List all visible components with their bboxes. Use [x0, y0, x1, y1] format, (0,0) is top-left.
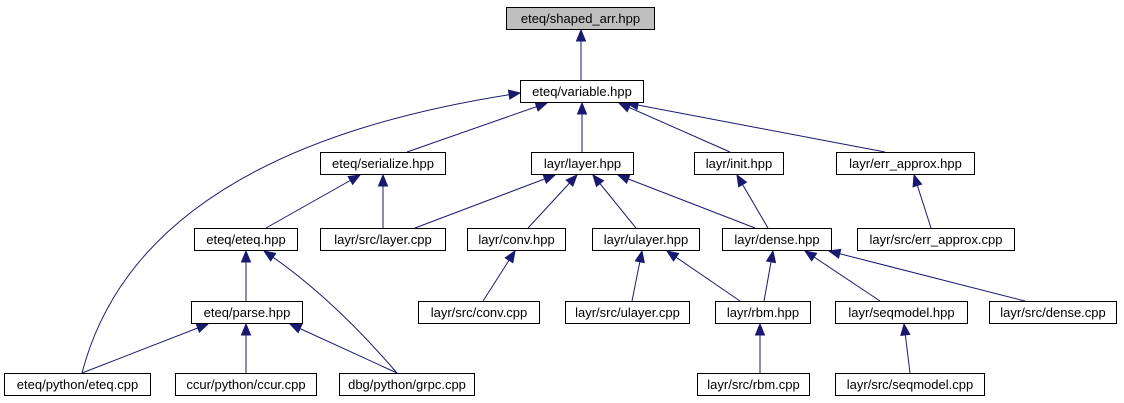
arrowhead-eteq_hpp-to-serialize — [347, 174, 362, 186]
edge-rbm_hpp-to-ulayer_hpp — [666, 250, 741, 302]
arrowhead-init-to-variable — [617, 102, 632, 113]
arrowhead-py_grpc-to-eteq_hpp — [262, 250, 277, 262]
node-variable-hpp[interactable]: eteq/variable.hpp — [520, 80, 644, 103]
edge-py_grpc-to-parse_hpp — [289, 323, 398, 374]
arrowhead-src_conv-to-conv_hpp — [504, 249, 516, 264]
node-conv-hpp[interactable]: layr/conv.hpp — [467, 228, 566, 251]
edge-seqmodel_hpp-to-dense_hpp — [804, 250, 881, 302]
node-init-hpp[interactable]: layr/init.hpp — [694, 152, 784, 175]
node-src-layer-cpp[interactable]: layr/src/layer.cpp — [320, 228, 446, 251]
edge-py_eteq-to-parse_hpp — [81, 323, 209, 374]
edge-py_grpc-to-eteq_hpp — [263, 250, 398, 374]
arrowhead-parse_hpp-to-eteq_hpp — [240, 249, 252, 263]
node-err-approx-hpp[interactable]: layr/err_approx.hpp — [836, 152, 975, 175]
node-rbm-hpp[interactable]: layr/rbm.hpp — [715, 301, 811, 324]
edge-err_approx-to-variable — [626, 102, 886, 153]
arrowhead-src_seqmodel-to-seqmodel_hpp — [900, 322, 911, 337]
edge-conv_hpp-to-layer_hpp — [527, 174, 578, 229]
node-python-ccur-cpp[interactable]: ccur/python/ccur.cpp — [175, 373, 317, 396]
node-src-conv-cpp[interactable]: layr/src/conv.cpp — [418, 301, 540, 324]
node-parse-hpp[interactable]: eteq/parse.hpp — [191, 301, 303, 324]
arrowhead-serialize-to-variable — [534, 101, 549, 112]
node-layer-hpp[interactable]: layr/layer.hpp — [531, 152, 634, 175]
arrowhead-src_err_approx-to-err_approx — [912, 173, 923, 188]
arrowhead-py_eteq-to-variable — [507, 89, 522, 100]
arrowhead-dense_hpp-to-layer_hpp — [616, 174, 631, 185]
node-src-ulayer-cpp[interactable]: layr/src/ulayer.cpp — [565, 301, 690, 324]
node-ulayer-hpp[interactable]: layr/ulayer.hpp — [592, 228, 700, 251]
arrowhead-ulayer_hpp-to-layer_hpp — [592, 173, 605, 188]
node-dense-hpp[interactable]: layr/dense.hpp — [722, 228, 832, 251]
node-python-eteq-cpp[interactable]: eteq/python/eteq.cpp — [4, 373, 151, 396]
node-seqmodel-hpp[interactable]: layr/seqmodel.hpp — [835, 301, 968, 324]
arrowhead-seqmodel_hpp-to-dense_hpp — [803, 250, 818, 262]
arrowhead-src_dense-to-dense_hpp — [827, 248, 842, 259]
arrowhead-src_layer-to-layer_hpp — [542, 174, 557, 184]
arrowhead-layer_hpp-to-variable — [576, 101, 588, 115]
arrowhead-src_layer-to-serialize — [377, 173, 389, 187]
node-serialize-hpp[interactable]: eteq/serialize.hpp — [320, 152, 446, 175]
arrowhead-dense_hpp-to-init — [736, 173, 748, 188]
arrowhead-py_eteq-to-parse_hpp — [195, 323, 210, 334]
arrowhead-rbm_hpp-to-ulayer_hpp — [665, 250, 680, 262]
arrowhead-variable-to-shaped_arr — [575, 28, 587, 42]
arrowhead-rbm_hpp-to-dense_hpp — [765, 249, 777, 264]
edge-eteq_hpp-to-serialize — [265, 174, 361, 229]
node-python-grpc-cpp[interactable]: dbg/python/grpc.cpp — [339, 373, 475, 396]
edge-serialize-to-variable — [406, 102, 548, 153]
node-shaped-arr-hpp[interactable]: eteq/shaped_arr.hpp — [506, 7, 655, 30]
arrowhead-src_ulayer-to-ulayer_hpp — [634, 249, 645, 264]
arrowhead-conv_hpp-to-layer_hpp — [565, 174, 578, 188]
edge-init-to-variable — [618, 102, 731, 153]
arrowhead-py_grpc-to-parse_hpp — [288, 323, 303, 334]
edge-src_layer-to-layer_hpp — [414, 174, 556, 229]
node-src-seqmodel-cpp[interactable]: layr/src/seqmodel.cpp — [835, 373, 985, 396]
edge-py_eteq-to-variable — [81, 92, 521, 374]
edge-dense_hpp-to-layer_hpp — [617, 174, 756, 229]
node-src-rbm-cpp[interactable]: layr/src/rbm.cpp — [697, 373, 810, 396]
node-src-dense-cpp[interactable]: layr/src/dense.cpp — [989, 301, 1117, 324]
arrowhead-py_ccur-to-parse_hpp — [240, 322, 252, 336]
arrowhead-src_rbm-to-rbm_hpp — [754, 322, 766, 336]
node-eteq-hpp[interactable]: eteq/eteq.hpp — [194, 228, 298, 251]
node-src-err-approx-cpp[interactable]: layr/src/err_approx.cpp — [857, 228, 1015, 251]
edge-src_dense-to-dense_hpp — [828, 250, 1026, 302]
